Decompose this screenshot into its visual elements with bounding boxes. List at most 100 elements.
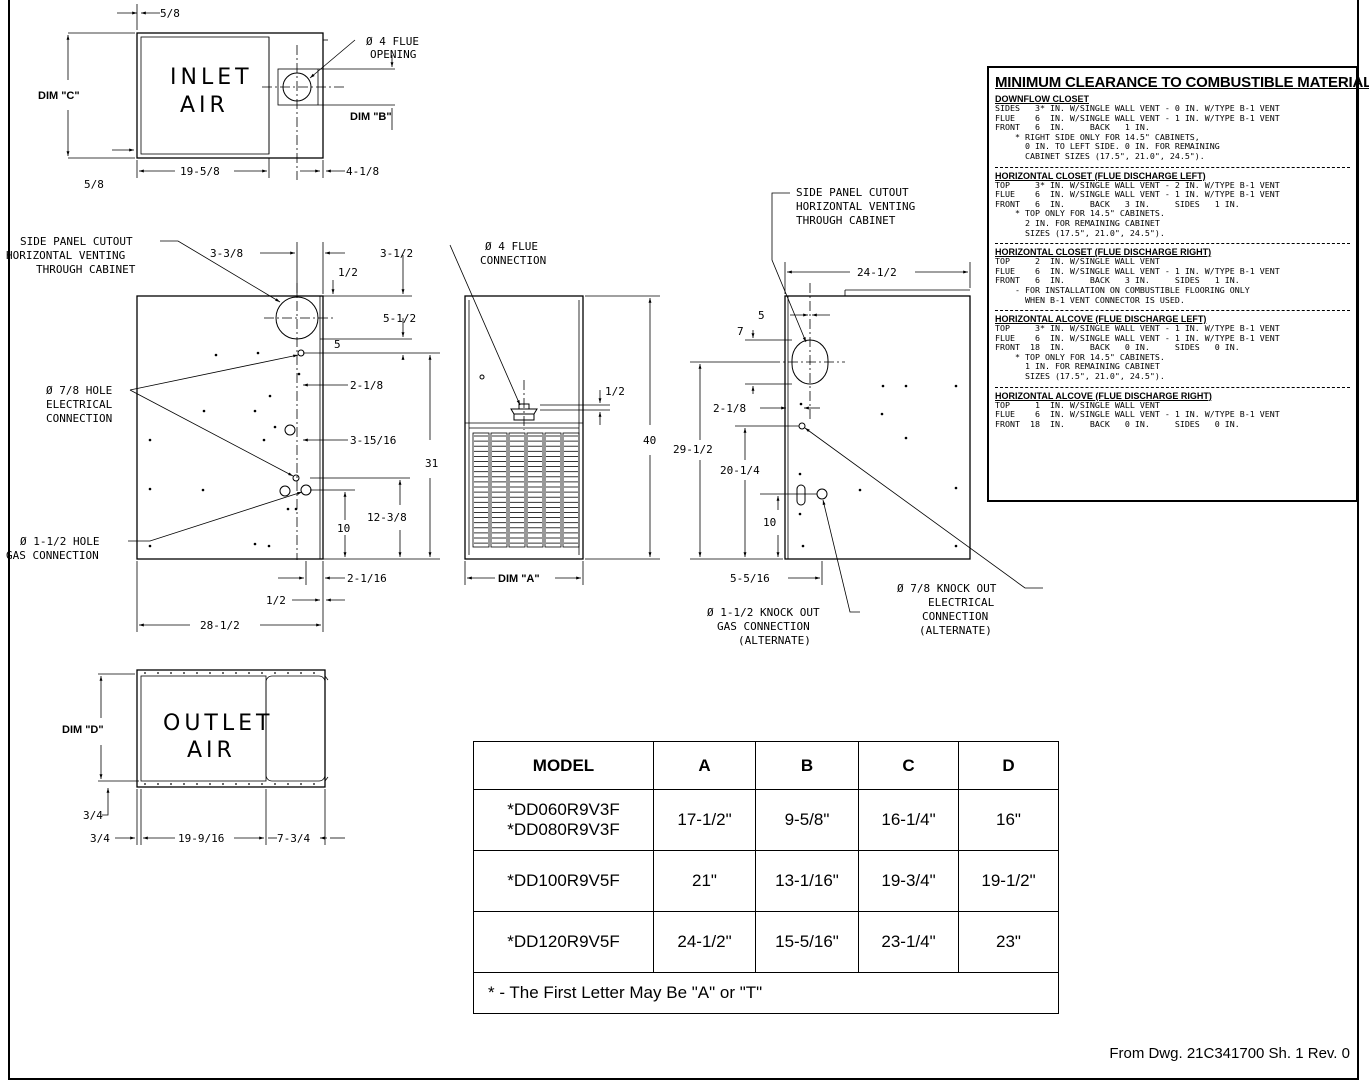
elec-hole-label-1: Ø 7/8 HOLE <box>46 384 112 397</box>
bottom-view: OUTLET AIR DIM "D" 3/4 3/4 19-9/16 7-3/4 <box>62 669 345 845</box>
left-side-view: 3-3/8 3-1/2 1/2 5-1/2 5 2-1/8 3-15/16 31… <box>6 235 440 632</box>
dim-3-4-a: 3/4 <box>83 809 103 822</box>
clearance-line: FLUE 6 IN. W/SINGLE WALL VENT - 1 IN. W/… <box>995 332 1280 343</box>
right-cutout-label-2: HORIZONTAL VENTING <box>796 200 915 213</box>
clearance-line: FRONT 6 IN. BACK 1 IN. <box>995 122 1150 133</box>
flue-opening-label-1: Ø 4 FLUE <box>366 35 419 48</box>
model-name-line: *DD060R9V3F <box>507 800 620 819</box>
clearance-section-heading: HORIZONTAL ALCOVE (FLUE DISCHARGE LEFT) <box>995 314 1207 325</box>
clearance-line: FRONT 18 IN. BACK 0 IN. SIDES 0 IN. <box>995 342 1240 353</box>
clearance-line: FLUE 6 IN. W/SINGLE WALL VENT - 1 IN. W/… <box>995 265 1280 276</box>
right-side-view: 24-1/2 5 7 2-1/8 29-1/2 20-1/4 10 5-5/16… <box>673 186 1043 647</box>
clearance-line: TOP 3* IN. W/SINGLE WALL VENT - 1 IN. W/… <box>995 323 1280 334</box>
clearance-line: SIZES (17.5", 21.0", 24.5"). <box>995 227 1165 238</box>
right-dim-20-1-4: 20-1/4 <box>720 464 760 477</box>
left-side-outline <box>136 295 324 560</box>
dim-d-label: DIM "D" <box>62 724 104 736</box>
right-dim-24-1-2: 24-1/2 <box>857 266 897 279</box>
clearance-section: HORIZONTAL ALCOVE (FLUE DISCHARGE RIGHT)… <box>995 388 1350 435</box>
dim-7-3-4: 7-3/4 <box>277 832 310 845</box>
header-model: MODEL <box>473 741 654 790</box>
clearance-line: 0 IN. TO LEFT SIDE. 0 IN. FOR REMAINING <box>995 141 1220 152</box>
right-dim-5: 5 <box>758 309 765 322</box>
clearance-line: FLUE 6 IN. W/SINGLE WALL VENT - 1 IN. W/… <box>995 112 1280 123</box>
right-dim-7: 7 <box>737 325 744 338</box>
clearance-line: * RIGHT SIDE ONLY FOR 14.5" CABINETS, <box>995 131 1200 142</box>
dim-5-8-top: 5/8 <box>160 7 180 20</box>
right-side-outline <box>784 295 971 560</box>
dim-a-cell: 21" <box>653 850 756 912</box>
table-header-row: MODEL A B C D <box>473 741 1059 790</box>
dim-3-4-b: 3/4 <box>90 832 110 845</box>
outlet-label: OUTLET <box>163 711 273 736</box>
right-elec-label-2: ELECTRICAL <box>928 596 995 609</box>
clearance-line: TOP 2 IN. W/SINGLE WALL VENT <box>995 256 1160 267</box>
outlet-air-label: AIR <box>187 738 236 763</box>
dim-a-cell: 24-1/2" <box>653 911 756 973</box>
model-dimension-table: MODEL A B C D *DD060R9V3F *DD080R9V3F 17… <box>473 741 1059 1014</box>
drawing-frame <box>8 0 1359 1080</box>
clearance-box: MINIMUM CLEARANCE TO COMBUSTIBLE MATERIA… <box>987 66 1369 502</box>
dim-10: 10 <box>337 522 350 535</box>
clearance-line: TOP 1 IN. W/SINGLE WALL VENT <box>995 399 1160 410</box>
clearance-title: MINIMUM CLEARANCE TO COMBUSTIBLE MATERIA… <box>995 74 1369 91</box>
dim-1-2-a: 1/2 <box>338 266 358 279</box>
front-flue-label-2: CONNECTION <box>480 254 546 267</box>
dim-d-cell: 16" <box>958 789 1059 851</box>
clearance-line: 2 IN. FOR REMAINING CABINET <box>995 217 1160 228</box>
clearance-section-heading: DOWNFLOW CLOSET <box>995 94 1089 104</box>
dim-a-label: DIM "A" <box>498 573 540 585</box>
header-d: D <box>958 741 1059 790</box>
dim-3-3-8: 3-3/8 <box>210 247 243 260</box>
right-gas-label-2: GAS CONNECTION <box>717 620 810 633</box>
right-gas-label-1: Ø 1-1/2 KNOCK OUT <box>707 606 820 619</box>
drawing-source-note: From Dwg. 21C341700 Sh. 1 Rev. 0 <box>1109 1045 1350 1062</box>
right-cutout-label-3: THROUGH CABINET <box>796 214 896 227</box>
clearance-line: SIZES (17.5", 21.0", 24.5"). <box>995 371 1165 382</box>
clearance-line: FLUE 6 IN. W/SINGLE WALL VENT - 1 IN. W/… <box>995 409 1280 420</box>
header-a: A <box>653 741 756 790</box>
front-outline <box>464 295 584 560</box>
flue-connection-collar <box>510 403 538 421</box>
right-dim-10: 10 <box>763 516 776 529</box>
dim-3-15-16: 3-15/16 <box>350 434 396 447</box>
dim-c-cell: 23-1/4" <box>858 911 959 973</box>
dim-12-3-8: 12-3/8 <box>367 511 407 524</box>
dim-4-1-8: 4-1/8 <box>346 165 379 178</box>
bottom-view-outline <box>136 669 326 788</box>
dim-b-cell: 9-5/8" <box>755 789 859 851</box>
dim-3-1-2: 3-1/2 <box>380 247 413 260</box>
model-cell: *DD120R9V5F <box>473 911 654 973</box>
clearance-line: SIDES 3* IN. W/SINGLE WALL VENT - 0 IN. … <box>995 103 1280 113</box>
clearance-section: HORIZONTAL CLOSET (FLUE DISCHARGE RIGHT)… <box>995 244 1350 312</box>
front-view: Ø 4 FLUE CONNECTION 1/2 40 DIM "A" <box>449 240 660 585</box>
right-gas-label-3: (ALTERNATE) <box>738 634 811 647</box>
table-row: *DD120R9V5F 24-1/2" 15-5/16" 23-1/4" 23" <box>473 911 1059 973</box>
right-cutout-label-1: SIDE PANEL CUTOUT <box>796 186 909 199</box>
dim-c-cell: 19-3/4" <box>858 850 959 912</box>
dim-d-cell: 23" <box>958 911 1059 973</box>
clearance-line: * TOP ONLY FOR 14.5" CABINETS. <box>995 208 1165 219</box>
clearance-line: FRONT 18 IN. BACK 0 IN. SIDES 0 IN. <box>995 418 1240 429</box>
right-elec-label-1: Ø 7/8 KNOCK OUT <box>897 582 997 595</box>
model-name-line: *DD080R9V3F <box>507 820 620 839</box>
dim-b-cell: 13-1/16" <box>755 850 859 912</box>
clearance-line: CABINET SIZES (17.5", 21.0", 24.5"). <box>995 150 1205 161</box>
dim-5-8-bottom: 5/8 <box>84 178 104 191</box>
clearance-section-heading: HORIZONTAL ALCOVE (FLUE DISCHARGE RIGHT) <box>995 390 1212 401</box>
clearance-line: TOP 3* IN. W/SINGLE WALL VENT - 2 IN. W/… <box>995 179 1280 190</box>
table-note: * - The First Letter May Be "A" or "T" <box>473 972 1059 1014</box>
header-b: B <box>755 741 859 790</box>
front-dim-40: 40 <box>643 434 656 447</box>
right-elec-label-4: (ALTERNATE) <box>919 624 992 637</box>
air-label: AIR <box>180 93 229 118</box>
gas-hole-label-2: GAS CONNECTION <box>6 549 99 562</box>
model-cell: *DD060R9V3F *DD080R9V3F <box>473 789 654 851</box>
clearance-line: - FOR INSTALLATION ON COMBUSTIBLE FLOORI… <box>995 284 1250 295</box>
flue-opening-label-2: OPENING <box>370 48 416 61</box>
louver-grille <box>472 432 580 548</box>
clearance-line: FLUE 6 IN. W/SINGLE WALL VENT - 1 IN. W/… <box>995 189 1280 200</box>
clearance-sections: DOWNFLOW CLOSET SIDES 3* IN. W/SINGLE WA… <box>995 91 1350 434</box>
clearance-section-heading: HORIZONTAL CLOSET (FLUE DISCHARGE RIGHT) <box>995 247 1212 258</box>
gas-hole-label-1: Ø 1-1/2 HOLE <box>20 535 99 548</box>
